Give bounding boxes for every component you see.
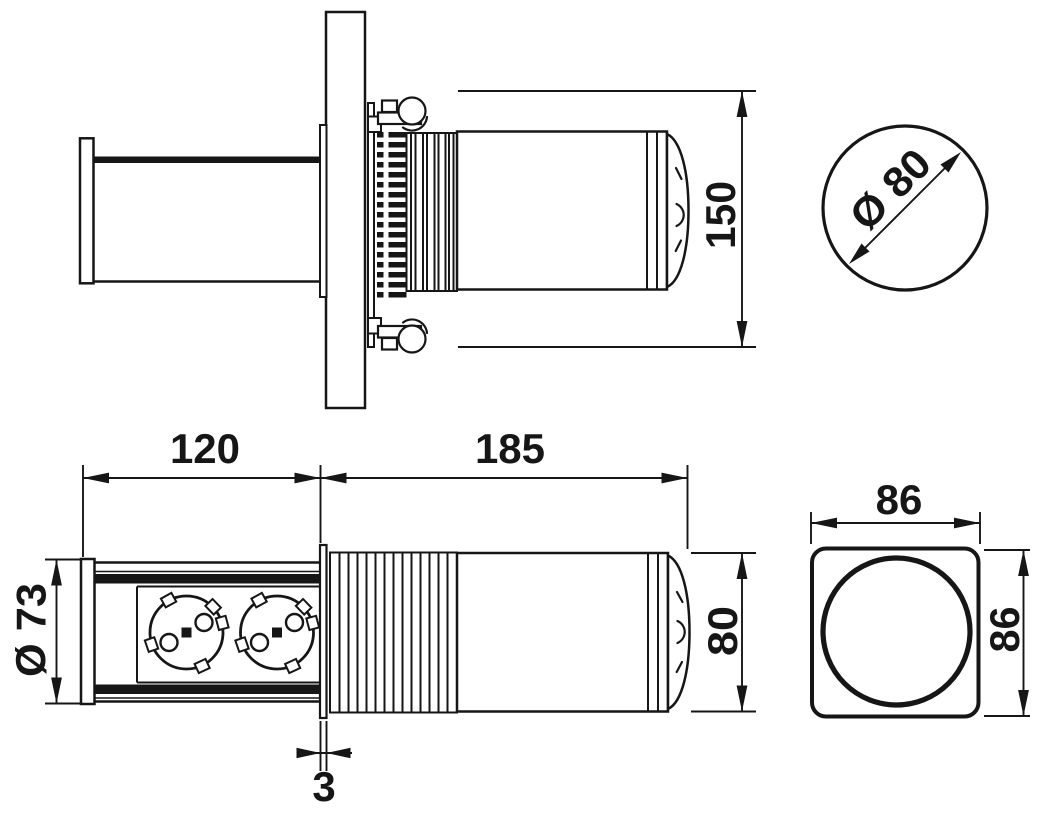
pin-hole <box>194 612 214 633</box>
arrowhead <box>811 517 837 529</box>
arrowhead <box>296 747 321 759</box>
dim-label-80: 80 <box>699 606 746 656</box>
adjustment-rack-channel <box>383 132 389 302</box>
arrowhead <box>940 152 961 173</box>
view-side-extended: 120 185 Ø 73 <box>8 425 756 810</box>
dimension-3: 3 <box>296 721 352 810</box>
arrowhead <box>736 685 748 712</box>
spring-clip-top <box>376 96 429 132</box>
arrowhead <box>736 321 748 347</box>
view-front-face-detail: 86 86 <box>810 476 1030 719</box>
arrowhead <box>83 472 109 484</box>
view-hole-diameter-detail: Ø 80 <box>821 124 989 292</box>
pin-hole <box>159 632 179 653</box>
housing-end-dome <box>666 553 691 711</box>
dimension-185: 185 <box>320 425 689 549</box>
dim-label-3: 3 <box>312 763 335 810</box>
arrowhead <box>320 472 347 484</box>
dim-label-185: 185 <box>475 425 545 472</box>
pin-hole <box>249 632 270 653</box>
flange-plate <box>318 543 328 720</box>
adjustment-rack <box>377 132 407 302</box>
socket-tab <box>193 657 212 675</box>
rear-tube-cap <box>78 137 95 285</box>
arrowhead <box>1018 550 1029 576</box>
rear-tube-top-band <box>93 156 321 163</box>
socket-tab <box>283 657 302 675</box>
arrowhead <box>1018 690 1029 716</box>
center-key <box>272 627 282 638</box>
dimension-86-width: 86 <box>810 476 981 544</box>
dim-label-150: 150 <box>697 181 744 249</box>
dimension-diameter-73: Ø 73 <box>8 558 81 705</box>
arrowhead <box>736 553 748 579</box>
schuko-socket-1 <box>143 591 230 675</box>
dimension-120: 120 <box>82 425 688 557</box>
dome-vent-dash <box>675 660 684 674</box>
spring-clip-bottom <box>376 318 429 354</box>
socket-tab <box>214 614 230 632</box>
dome-vent-dash <box>675 590 684 604</box>
bellows-section <box>329 551 458 714</box>
threaded-collar <box>405 132 458 292</box>
front-circle <box>820 555 973 708</box>
dome-latch-arc <box>676 619 686 645</box>
socket-tab <box>234 635 250 654</box>
arrowhead <box>326 747 351 759</box>
arrowhead <box>736 91 748 117</box>
tower-rail-bottom <box>94 684 320 694</box>
arrowhead <box>661 472 688 484</box>
socket-tab <box>143 635 160 654</box>
housing-end-dome <box>665 132 690 289</box>
arrowhead <box>294 472 321 484</box>
dome-vent-dash <box>674 166 683 181</box>
dim-label-120: 120 <box>170 425 240 472</box>
housing-body <box>455 551 670 713</box>
schuko-socket-2 <box>234 591 321 675</box>
arrowhead <box>51 677 62 704</box>
dome-vent-dash <box>674 239 683 253</box>
dimension-150: 150 <box>458 90 756 348</box>
arrowhead <box>51 559 62 586</box>
socket-tower <box>79 557 321 706</box>
front-bezel <box>810 546 981 719</box>
dimension-80: 80 <box>691 552 756 713</box>
dome-latch-arc <box>675 202 685 228</box>
diameter-arrow-line <box>861 164 949 252</box>
arrowhead <box>954 517 980 529</box>
dimension-86-height: 86 <box>981 549 1030 717</box>
socket-tab <box>203 597 223 617</box>
tower-rail-top <box>94 574 320 584</box>
center-key <box>181 627 192 638</box>
dim-label-86-height: 86 <box>981 607 1028 653</box>
dim-label-86-width: 86 <box>876 476 923 523</box>
pin-hole <box>284 612 305 633</box>
mounting-flange-edge <box>319 124 328 298</box>
dim-label-diameter-73: Ø 73 <box>8 583 55 677</box>
housing-body <box>455 130 669 291</box>
worktop-panel <box>324 10 367 410</box>
view-side-section-retracted: 150 <box>78 10 756 410</box>
tower-end-cap <box>79 557 96 706</box>
socket-tab <box>305 614 321 632</box>
socket-tab <box>159 591 178 609</box>
clamp-plate <box>367 102 375 348</box>
socket-tab <box>250 591 269 609</box>
socket-tab <box>294 597 313 617</box>
arrowhead <box>849 243 870 264</box>
